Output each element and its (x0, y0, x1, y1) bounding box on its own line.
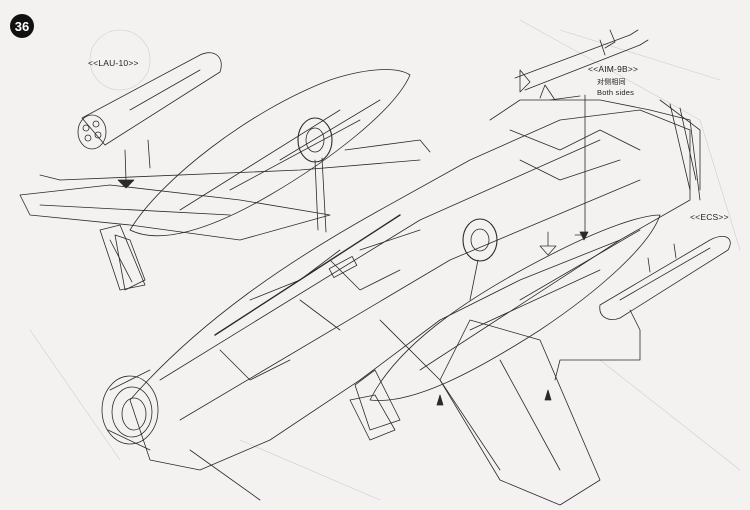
aim9b-missiles (514, 29, 649, 256)
lower-main-wheel (462, 218, 498, 301)
tailplane-left (99, 224, 146, 291)
upper-drop-tank (114, 69, 411, 291)
right-wing (189, 319, 601, 506)
pointer-arrows (436, 231, 589, 406)
callout-ecs: <<ECS>> (690, 212, 729, 222)
step-number-badge: 36 (10, 14, 34, 38)
upper-main-wheel (297, 117, 431, 233)
lau10-rocket-pod (77, 52, 222, 189)
callout-aim9b: <<AIM-9B>> (588, 64, 639, 74)
ghost-background (29, 19, 741, 501)
fuselage (129, 109, 691, 471)
callout-aim9b-note-en: Both sides (597, 88, 635, 97)
step-number: 36 (14, 18, 30, 34)
callout-aim9b-note-cn: 对侧相同 (597, 78, 626, 86)
exhaust-nozzle (101, 369, 159, 451)
lower-drop-tank (349, 214, 661, 441)
ecs-pod (554, 236, 731, 381)
cockpit-frame (489, 99, 701, 201)
callout-lau10: <<LAU-10>> (88, 58, 139, 68)
left-wing (19, 159, 421, 241)
tailplane-right (354, 369, 401, 431)
